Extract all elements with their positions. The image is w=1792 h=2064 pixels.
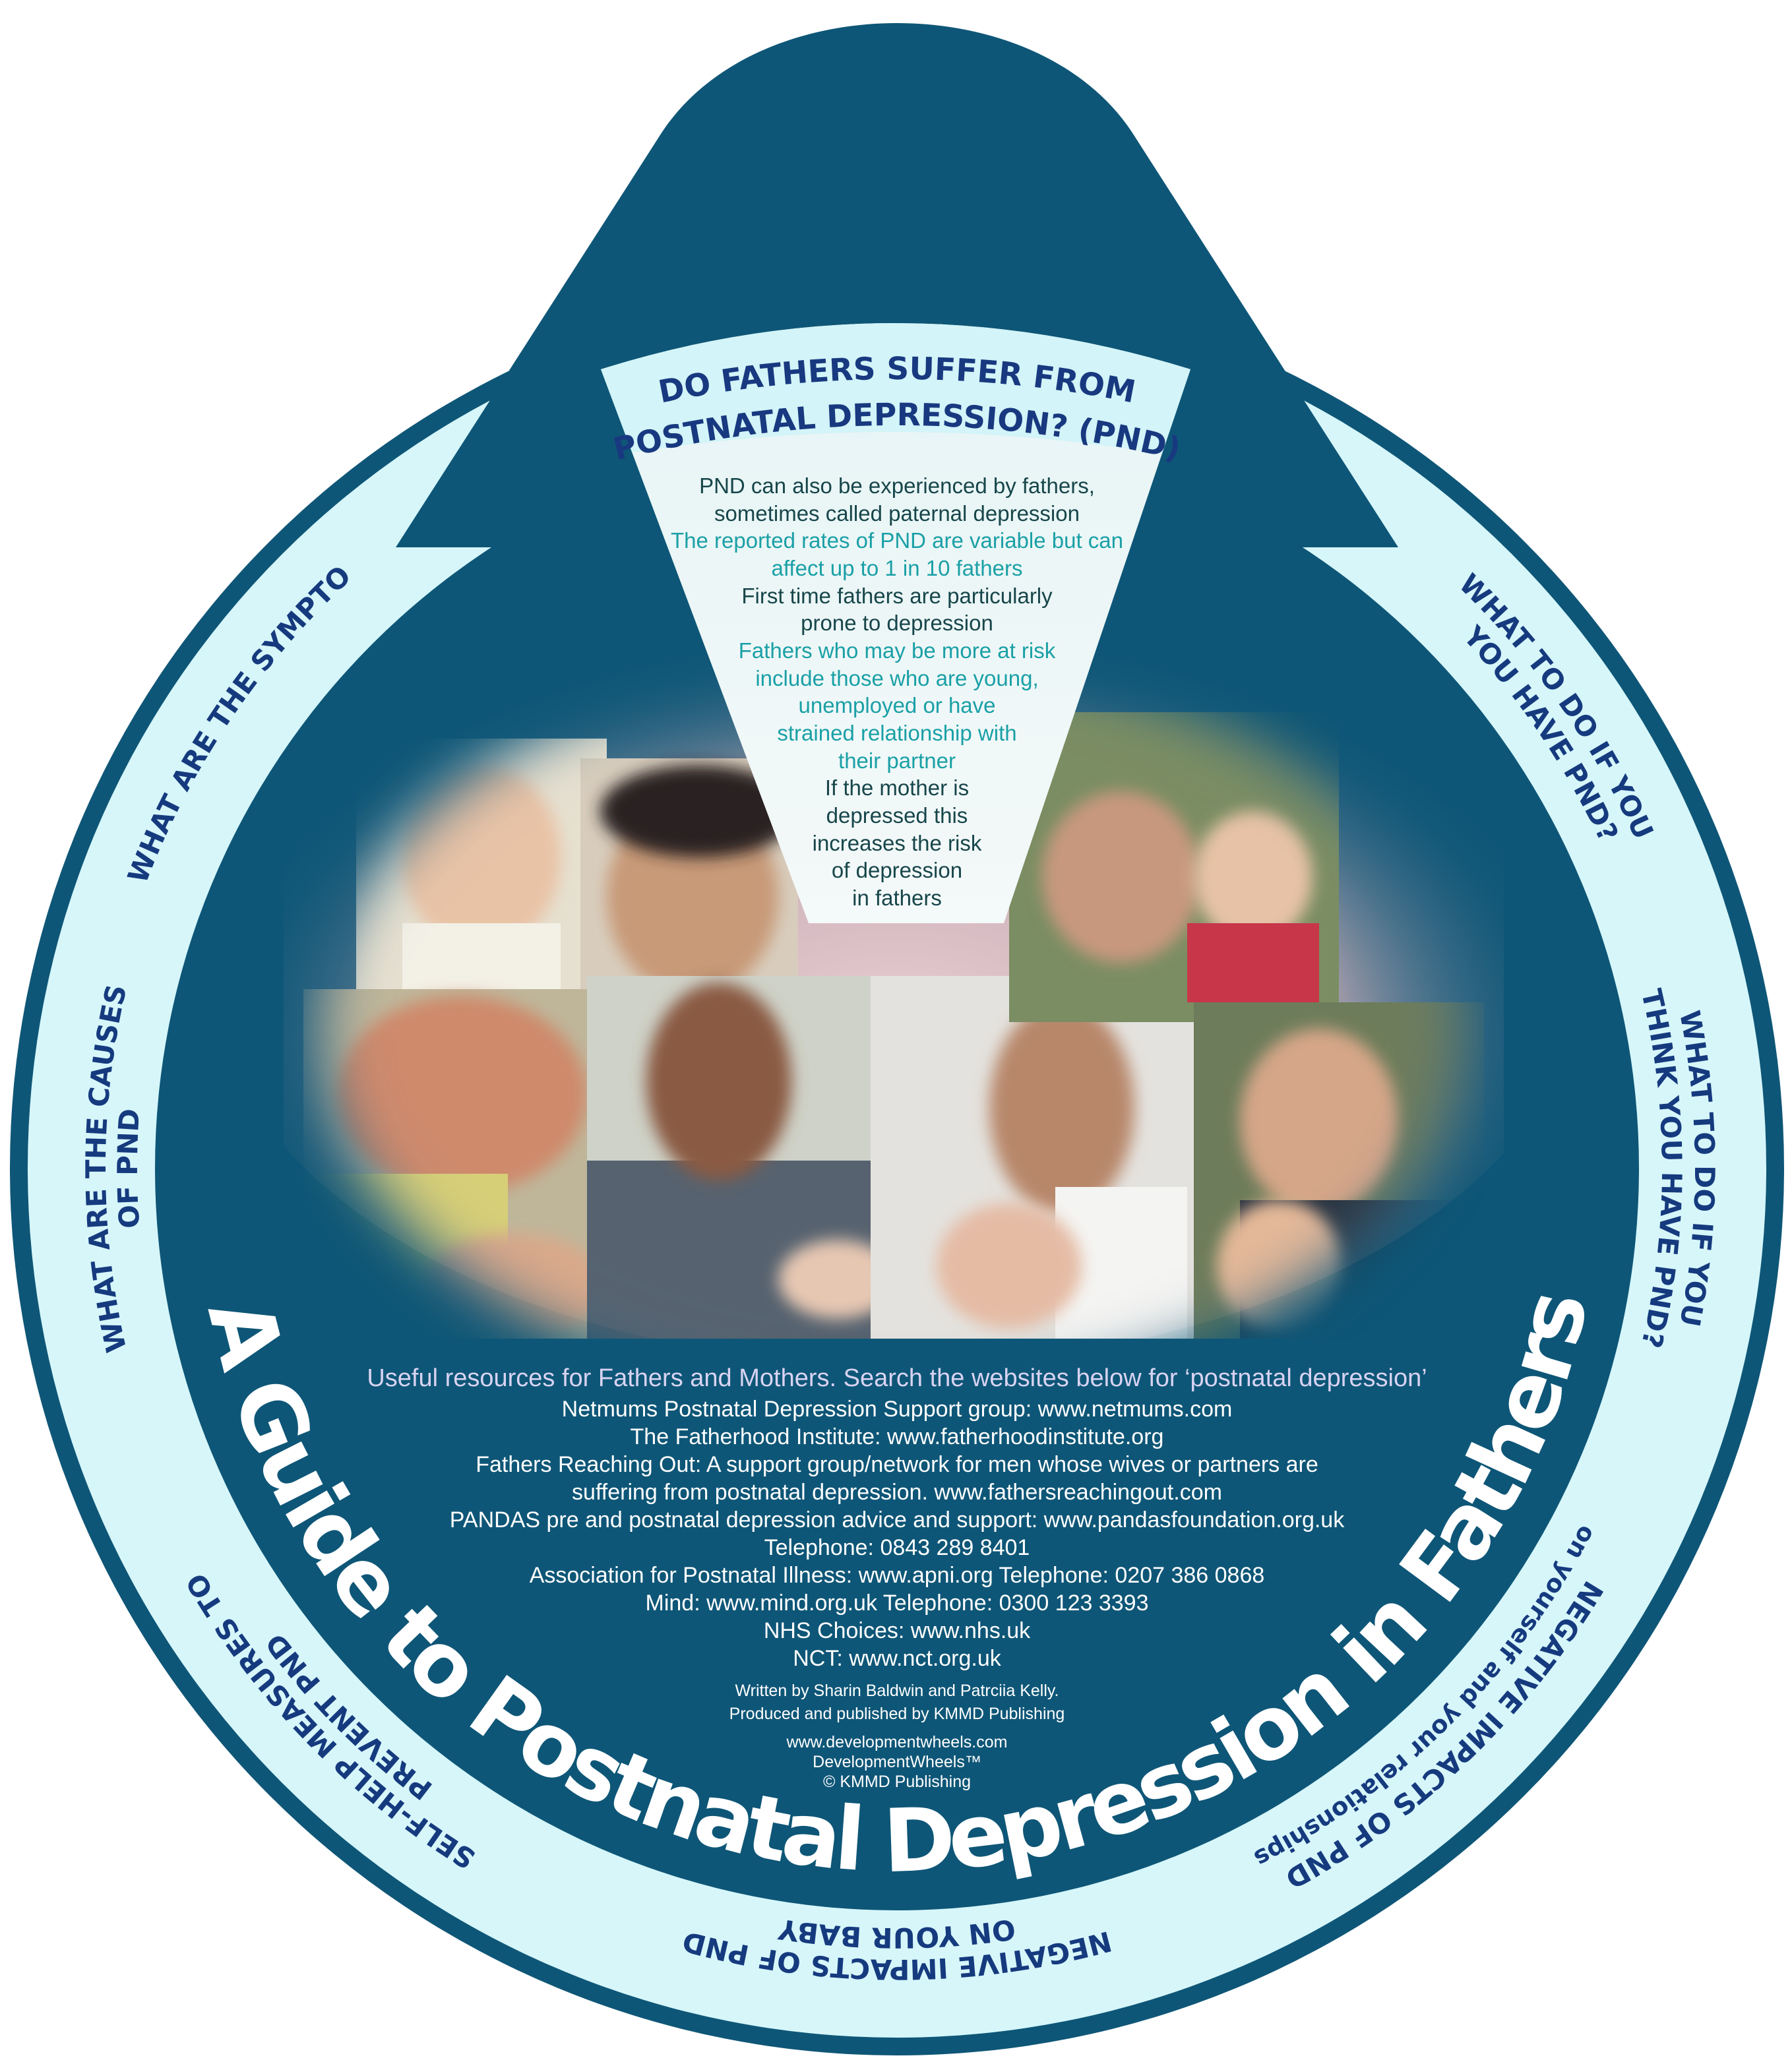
resource-line: Telephone: 0843 289 8401 bbox=[764, 1535, 1030, 1560]
resource-line: Association for Postnatal Illness: www.a… bbox=[530, 1563, 1265, 1588]
wedge-body-text: PND can also be experienced by fathers, … bbox=[671, 473, 1123, 910]
wedge-line: in fathers bbox=[852, 886, 942, 910]
photo-collage bbox=[284, 593, 1504, 1339]
credits-copyright: © KMMD Publishing bbox=[823, 1773, 971, 1791]
wedge-line: First time fathers are particularly bbox=[741, 584, 1053, 608]
resource-line: NHS Choices: www.nhs.uk bbox=[764, 1618, 1031, 1643]
resource-line: NCT: www.nct.org.uk bbox=[793, 1646, 1002, 1671]
wedge-line: Fathers who may be more at risk bbox=[739, 638, 1056, 663]
credits-authors: Written by Sharin Baldwin and Patrciia K… bbox=[735, 1682, 1059, 1700]
wedge-line: unemployed or have bbox=[798, 693, 995, 717]
resource-line: Netmums Postnatal Depression Support gro… bbox=[562, 1397, 1233, 1422]
resource-line: PANDAS pre and postnatal depression advi… bbox=[450, 1507, 1345, 1533]
wedge-line: increases the risk bbox=[813, 831, 982, 855]
info-wedge: DO FATHERS SUFFER FROM POSTNATAL DEPRESS… bbox=[601, 323, 1190, 923]
resource-line: The Fatherhood Institute: www.fatherhood… bbox=[631, 1424, 1164, 1449]
wedge-line: affect up to 1 in 10 fathers bbox=[772, 556, 1023, 580]
photo-father-and-smiling-baby bbox=[1194, 1002, 1484, 1339]
label-causes-line2[interactable]: OF PND bbox=[111, 1108, 146, 1230]
photo-father-lying-with-baby bbox=[871, 976, 1200, 1339]
credits-publisher: Produced and published by KMMD Publishin… bbox=[729, 1705, 1065, 1723]
photo-father-yellow-shirt bbox=[303, 989, 607, 1339]
wedge-line: their partner bbox=[838, 748, 956, 773]
credits-website: www.developmentwheels.com bbox=[786, 1733, 1008, 1751]
resource-line: suffering from postnatal depression. www… bbox=[572, 1480, 1222, 1505]
resource-line: Mind: www.mind.org.uk Telephone: 0300 12… bbox=[646, 1591, 1149, 1616]
wedge-line: prone to depression bbox=[801, 611, 993, 635]
photo-baby-kissing-father bbox=[1009, 712, 1339, 1022]
wedge-header-band bbox=[601, 323, 1190, 488]
wedge-line: of depression bbox=[832, 858, 962, 882]
resources-heading: Useful resources for Fathers and Mothers… bbox=[367, 1364, 1427, 1392]
photo-baby-held-up bbox=[356, 739, 607, 1029]
photo-father-feeding-baby bbox=[587, 976, 897, 1339]
resources-block: Useful resources for Fathers and Mothers… bbox=[367, 1364, 1427, 1791]
wedge-line: If the mother is bbox=[825, 775, 969, 800]
wedge-line: sometimes called paternal depression bbox=[714, 501, 1080, 526]
wedge-line: include those who are young, bbox=[755, 666, 1038, 690]
wedge-line: strained relationship with bbox=[777, 721, 1016, 745]
wedge-line: PND can also be experienced by fathers, bbox=[699, 473, 1095, 498]
wedge-line: The reported rates of PND are variable b… bbox=[671, 528, 1123, 553]
credits-trademark: DevelopmentWheels™ bbox=[813, 1753, 981, 1771]
wedge-line: depressed this bbox=[826, 803, 968, 828]
resource-line: Fathers Reaching Out: A support group/ne… bbox=[476, 1452, 1318, 1477]
